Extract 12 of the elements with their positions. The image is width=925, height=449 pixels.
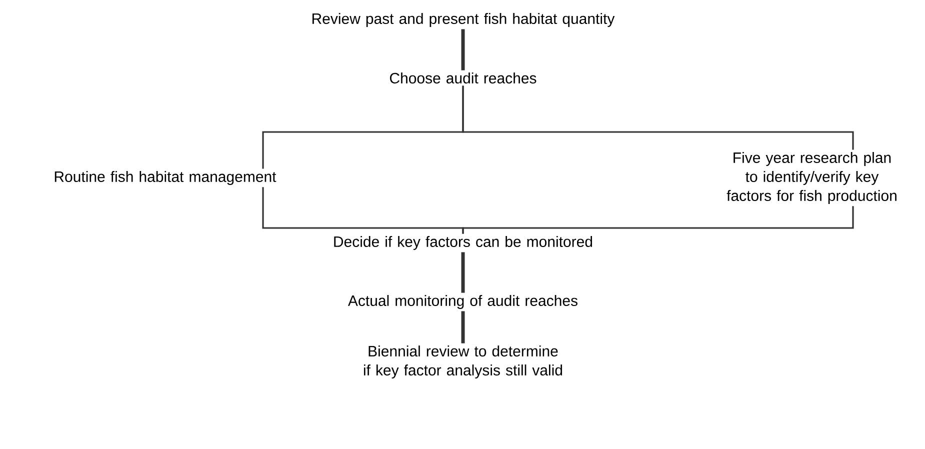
connector-line — [462, 206, 854, 234]
connector-line — [461, 311, 465, 344]
connector-line — [461, 29, 465, 70]
step-text: Routine fish habitat management — [54, 171, 276, 185]
step-text: Decide if key factors can be monitored — [334, 236, 592, 250]
connector-line — [461, 252, 465, 293]
connector-line — [462, 86, 854, 150]
step-text: Choose audit reaches — [390, 72, 536, 84]
step-text: Biennial review to determine if key factor analysis still valid — [364, 346, 562, 378]
step-text: Five year research plan to identify/verify key factors for fish production — [726, 152, 896, 204]
step-text: Actual monitoring of audit reaches — [348, 295, 578, 309]
step-text: Review past and present fish habitat quantity — [312, 13, 615, 27]
